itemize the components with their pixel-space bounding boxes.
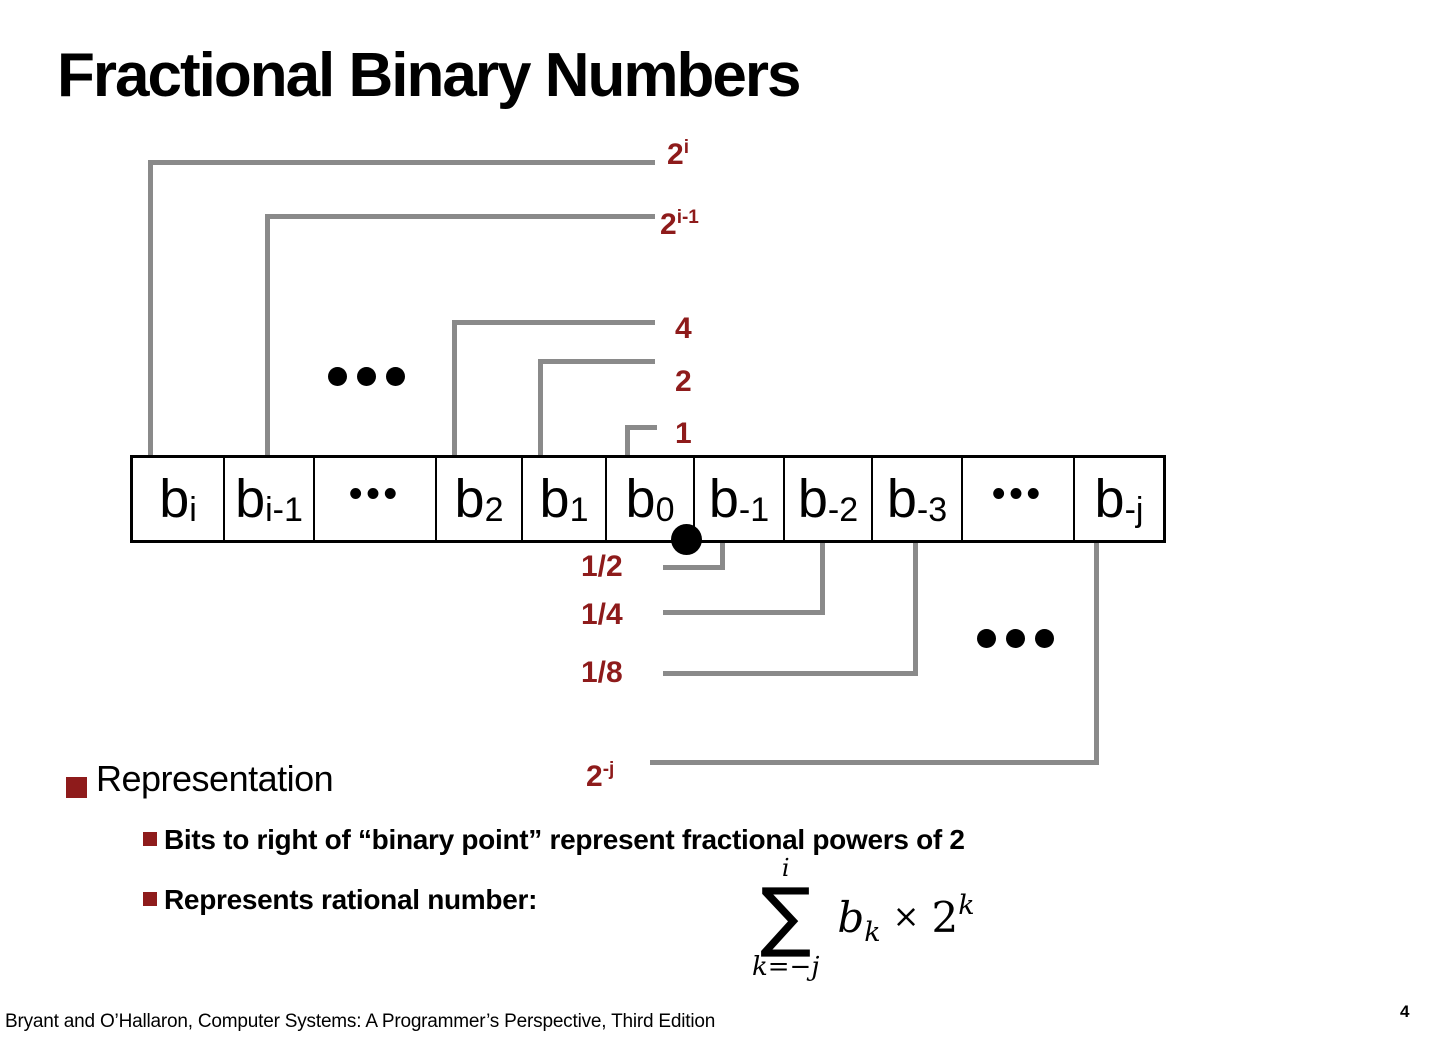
line-2i1-horizontal [265, 214, 655, 219]
bullet-heading: Representation [96, 758, 334, 799]
line-2i-vertical [148, 160, 153, 455]
bit-cell-bm3: b-3 [871, 458, 961, 540]
line-2i-horizontal [148, 160, 655, 165]
ellipsis-text: ••• [349, 473, 401, 515]
bit-base: b [797, 469, 828, 529]
power-label-2mj-base: 2 [586, 760, 603, 793]
bit-base: b [159, 469, 190, 529]
lower-ellipsis [977, 629, 1054, 648]
operand-subscript: k [864, 917, 881, 949]
power-label-2mj-sup: -j [602, 759, 615, 780]
sum-upper-limit: i [781, 854, 790, 882]
ellipsis-text: ••• [992, 473, 1044, 515]
power-label-2: 2 [675, 367, 692, 397]
bit-subscript: 1 [569, 491, 589, 529]
line-1-horizontal [625, 425, 657, 430]
bit-subscript: i-1 [265, 491, 303, 529]
bullet-item2: Represents rational number: [164, 884, 538, 915]
ellipsis-dot [386, 367, 405, 386]
line-quarter-horizontal [663, 610, 825, 615]
line-quarter-vertical [820, 543, 825, 615]
power-label-2i-sup: i [683, 137, 689, 158]
bit-subscript: -3 [916, 491, 948, 529]
bit-base: b [1094, 469, 1125, 529]
line-2-vertical [538, 359, 543, 455]
bit-subscript: -j [1124, 491, 1144, 529]
bit-cell-ellipsis-left: ••• [313, 458, 435, 540]
line-eighth-horizontal [663, 671, 918, 676]
bit-cell-bm1: b-1 [693, 458, 783, 540]
power-label-2-base: 2 [675, 365, 692, 398]
line-4-vertical [452, 320, 457, 455]
bit-base: b [625, 469, 656, 529]
line-2mj-vertical [1094, 543, 1099, 765]
fraction-label-quarter: 1/4 [581, 598, 623, 631]
ellipsis-dot [1035, 629, 1054, 648]
bit-base: b [886, 469, 917, 529]
line-2-horizontal [538, 359, 655, 364]
power-label-2i-base: 2 [667, 138, 684, 171]
bit-base: b [454, 469, 485, 529]
line-half-vertical [720, 543, 725, 570]
bit-cell-bmj: b-j [1073, 458, 1163, 540]
bit-cell-bm2: b-2 [783, 458, 871, 540]
bullet-item1: Bits to right of “binary point” represen… [164, 824, 965, 855]
bit-subscript: 0 [655, 491, 675, 529]
bullet-square-heading [66, 777, 87, 798]
bullet-square-item1 [143, 832, 157, 846]
line-eighth-vertical [913, 543, 918, 676]
multiply-sign: × [892, 897, 920, 936]
slide-title: Fractional Binary Numbers [57, 41, 801, 110]
operand-base: b [837, 893, 865, 943]
footer-citation: Bryant and O’Hallaron, Computer Systems:… [5, 1011, 716, 1032]
bit-base: b [539, 469, 570, 529]
power-label-2i: 2i [667, 137, 689, 171]
bit-base: b [235, 469, 266, 529]
bit-subscript: -2 [827, 491, 859, 529]
line-4-horizontal [452, 320, 655, 325]
upper-ellipsis [328, 367, 405, 386]
bit-cell-ellipsis-right: ••• [961, 458, 1073, 540]
power-base: 2 [931, 893, 959, 943]
power-label-2i1-sup: i-1 [676, 207, 699, 228]
bit-base: b [708, 469, 739, 529]
power-label-2i1-base: 2 [660, 208, 677, 241]
page-number: 4 [1400, 1002, 1410, 1021]
power-label-2i1: 2i-1 [660, 207, 699, 241]
power-label-1: 1 [675, 419, 692, 449]
power-label-1-base: 1 [675, 417, 692, 450]
power-label-4: 4 [675, 314, 692, 344]
sum-symbol-column: i ∑ k=−j [752, 856, 819, 980]
line-2mj-horizontal [650, 760, 1099, 765]
sum-lower-limit: k=−j [752, 952, 820, 983]
power-exponent: k [958, 890, 975, 922]
ellipsis-dot [1006, 629, 1025, 648]
fraction-label-half: 1/2 [581, 550, 623, 583]
bit-subscript: 2 [484, 491, 504, 529]
power-label-2mj: 2-j [586, 759, 615, 793]
line-2i1-vertical [265, 214, 270, 455]
ellipsis-dot [977, 629, 996, 648]
bit-subscript: -1 [738, 491, 770, 529]
bullet-square-item2 [143, 892, 157, 906]
binary-point [671, 524, 702, 555]
sigma-symbol: ∑ [760, 871, 812, 960]
ellipsis-dot [328, 367, 347, 386]
bit-subscript: i [189, 491, 197, 529]
fraction-label-eighth: 1/8 [581, 656, 623, 689]
line-half-horizontal [663, 565, 725, 570]
power-label-4-base: 4 [675, 312, 692, 345]
line-1-vertical [625, 425, 630, 455]
ellipsis-dot [357, 367, 376, 386]
